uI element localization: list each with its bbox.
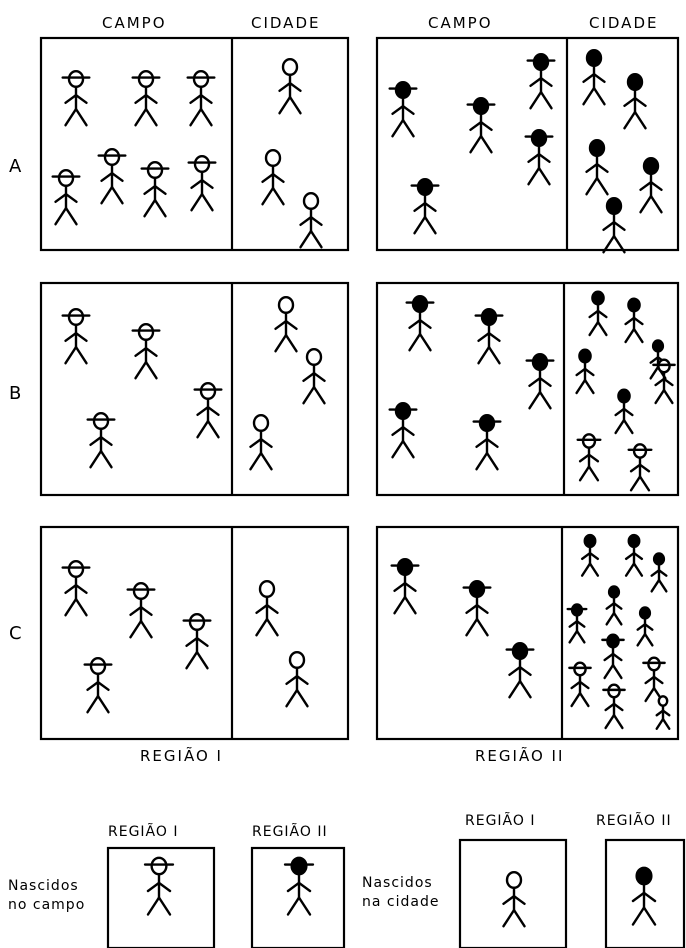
person-figure-59 xyxy=(602,683,626,730)
panel-b-region1 xyxy=(39,281,350,497)
person-figure-44 xyxy=(83,656,113,714)
person-figure-11 xyxy=(388,80,418,138)
person-figure-29 xyxy=(474,307,504,365)
row-label-a: A xyxy=(9,156,22,177)
person-figure-15 xyxy=(410,177,440,235)
person-figure-63 xyxy=(502,870,526,928)
legend-city-label: Nascidos na cidade xyxy=(362,874,439,912)
person-figure-53 xyxy=(605,585,623,626)
legend-region2-label-right: REGIÃO II xyxy=(596,813,672,829)
legend-countryside-line2: no campo xyxy=(8,897,86,913)
person-figure-14 xyxy=(524,128,554,186)
person-figure-57 xyxy=(568,661,592,708)
person-figure-56 xyxy=(601,633,625,680)
panel-c-region2 xyxy=(375,525,680,741)
panel-frames xyxy=(39,36,686,948)
person-figure-47 xyxy=(390,557,420,615)
person-figure-36 xyxy=(575,348,595,395)
person-figure-19 xyxy=(639,156,663,214)
person-figure-37 xyxy=(614,388,634,435)
person-figure-51 xyxy=(624,533,644,577)
person-figure-20 xyxy=(602,196,626,254)
person-figure-28 xyxy=(405,294,435,352)
legend-region2-label-left: REGIÃO II xyxy=(252,824,328,840)
panel-c-region1 xyxy=(39,525,350,741)
legend-countryside-line1: Nascidos xyxy=(8,878,79,894)
region2-caption: REGIÃO II xyxy=(475,747,565,765)
person-figure-60 xyxy=(655,695,671,730)
person-figure-34 xyxy=(624,297,644,344)
person-figure-32 xyxy=(472,413,502,471)
person-figure-52 xyxy=(650,552,668,593)
person-figure-12 xyxy=(466,96,496,154)
person-figure-27 xyxy=(249,413,273,471)
person-figure-23 xyxy=(193,381,223,439)
person-figure-41 xyxy=(61,559,91,617)
person-figure-4 xyxy=(51,168,81,226)
row-label-c: C xyxy=(9,623,22,644)
legend-region1-label-right: REGIÃO I xyxy=(465,813,536,829)
person-figure-3 xyxy=(186,69,216,127)
legend-countryside-label: Nascidos no campo xyxy=(8,877,85,915)
legend-box-city-region1 xyxy=(458,838,568,948)
person-figure-24 xyxy=(86,411,116,469)
person-figure-40 xyxy=(627,443,653,492)
person-figure-43 xyxy=(182,612,212,670)
person-figure-50 xyxy=(580,533,600,577)
person-figure-38 xyxy=(652,358,676,405)
header-region1-campo: CAMPO xyxy=(102,14,167,32)
person-figure-2 xyxy=(131,69,161,127)
panel-a-region1 xyxy=(39,36,350,252)
person-figure-33 xyxy=(588,290,608,337)
legend-box-countryside-region1 xyxy=(106,846,216,948)
person-figure-31 xyxy=(388,401,418,459)
person-figure-10 xyxy=(299,191,323,249)
person-figure-7 xyxy=(187,154,217,212)
person-figure-8 xyxy=(278,57,302,115)
person-figure-17 xyxy=(623,72,647,130)
person-figure-25 xyxy=(274,295,298,353)
person-figure-48 xyxy=(462,579,492,637)
legend-city-line1: Nascidos xyxy=(362,875,433,891)
person-figure-62 xyxy=(283,856,315,916)
person-figure-54 xyxy=(566,603,588,644)
person-figure-61 xyxy=(143,856,175,916)
header-region2-campo: CAMPO xyxy=(428,14,493,32)
panel-a-region2 xyxy=(375,36,680,252)
person-figure-42 xyxy=(126,581,156,639)
person-figure-58 xyxy=(642,656,666,703)
person-figure-49 xyxy=(505,641,535,699)
header-region2-cidade: CIDADE xyxy=(589,14,659,32)
legend-box-countryside-region2 xyxy=(250,846,346,948)
person-figure-13 xyxy=(526,52,556,110)
row-label-b: B xyxy=(9,383,22,404)
person-figure-9 xyxy=(261,148,285,206)
person-figure-30 xyxy=(525,352,555,410)
person-figure-39 xyxy=(576,433,602,482)
legend-city-line2: na cidade xyxy=(362,894,440,910)
person-figure-64 xyxy=(631,866,657,926)
person-figure-18 xyxy=(585,138,609,196)
person-figure-26 xyxy=(302,347,326,405)
person-figure-21 xyxy=(61,307,91,365)
region1-caption: REGIÃO I xyxy=(140,747,223,765)
person-figure-55 xyxy=(636,606,654,647)
person-figure-45 xyxy=(255,579,279,637)
person-figure-16 xyxy=(582,48,606,106)
person-figure-5 xyxy=(97,147,127,205)
legend-region1-label-left: REGIÃO I xyxy=(108,824,179,840)
person-figure-6 xyxy=(140,160,170,218)
people-figures xyxy=(51,48,676,928)
legend-box-city-region2 xyxy=(604,838,686,948)
person-figure-22 xyxy=(131,322,161,380)
person-figure-46 xyxy=(285,650,309,708)
header-region1-cidade: CIDADE xyxy=(251,14,321,32)
panel-b-region2 xyxy=(375,281,680,497)
person-figure-1 xyxy=(61,69,91,127)
